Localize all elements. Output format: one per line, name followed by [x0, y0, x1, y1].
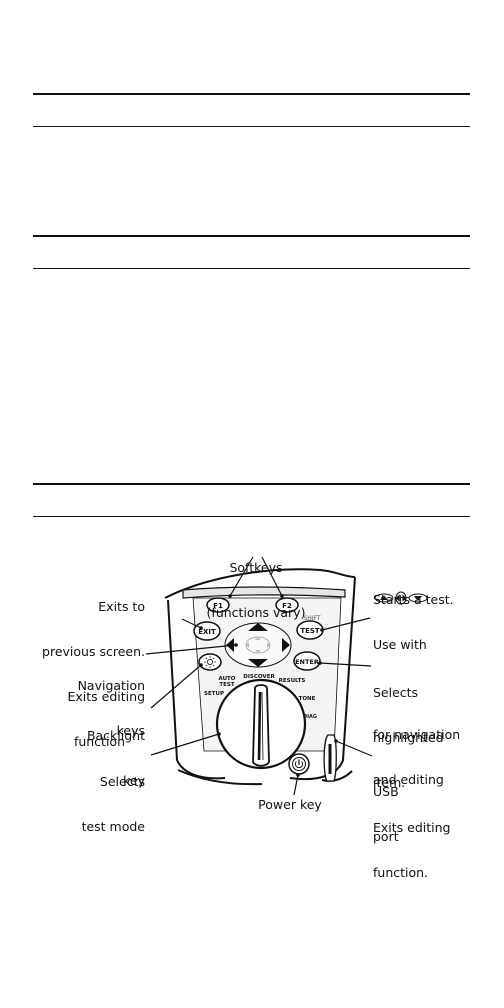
- usb-port[interactable]: [323, 734, 337, 782]
- backlight-key[interactable]: [198, 653, 222, 671]
- dial-label-setup: SETUP: [204, 691, 224, 697]
- backlight-key-callout-line-1: Backlight: [86, 728, 145, 743]
- softkeys-callout-line-2: (functions vary): [206, 605, 306, 620]
- dial-label-results: RESULTS: [279, 678, 306, 684]
- power-key-callout: Power key: [258, 797, 322, 812]
- enter-key-callout-line-3: item.: [373, 775, 406, 790]
- nav-right-button: [282, 638, 290, 652]
- enter-key-callout-line-4: Exits editing: [373, 820, 451, 835]
- f1-key[interactable]: F1: [206, 597, 230, 613]
- section-rule-3-bottom: [33, 516, 470, 517]
- test-key-label: TEST: [300, 627, 320, 635]
- screen-edge: [182, 586, 346, 599]
- softkeys-callout-line-1: Softkeys: [229, 560, 283, 575]
- f2-key[interactable]: F2: [275, 597, 299, 613]
- shift-label: SHIFT: [303, 615, 320, 622]
- dial-label-diag: DIAG: [303, 714, 317, 720]
- inline-nav-keys-icon: [374, 591, 428, 605]
- leader-dots: [199, 594, 338, 777]
- exit-key-callout-line-4: function: [73, 734, 125, 749]
- section-rule-1-bottom: [33, 126, 470, 127]
- softkeys-callout: Softkeys (functions vary): [186, 530, 326, 635]
- enter-key-label: ENTER: [295, 658, 319, 666]
- section-rule-1-top: [33, 93, 470, 95]
- test-key-callout-line-1: Starts a test.: [373, 592, 454, 607]
- usb-port-callout-line-2: port: [373, 829, 399, 844]
- nav-down-button: [248, 659, 268, 667]
- enter-key[interactable]: ENTER: [293, 651, 321, 671]
- dial-callout-line-1: Selects: [99, 774, 145, 789]
- navigation-pad[interactable]: [224, 622, 292, 668]
- exit-key-callout-line-2: previous screen.: [42, 644, 145, 659]
- power-key[interactable]: [288, 753, 310, 775]
- exit-key-callout-line-3: Exits editing: [67, 689, 145, 704]
- enter-key-callout-line-5: function.: [373, 865, 429, 880]
- test-key-callout-line-3: for navigation: [373, 727, 461, 742]
- dial-label-auto-test: TEST: [219, 682, 234, 688]
- dial-label-discover: DISCOVER: [243, 674, 275, 680]
- test-key-callout-line-4: and editing: [373, 772, 444, 787]
- section-rule-3-top: [33, 483, 470, 485]
- f2-key-label: F2: [282, 602, 292, 610]
- dial-callout: Selects test mode: [20, 744, 145, 849]
- exit-key-label: EXIT: [198, 628, 216, 636]
- section-rule-2-top: [33, 235, 470, 237]
- navigation-keys-callout-line-2: keys: [116, 723, 145, 738]
- exit-key-callout-line-1: Exits to: [98, 599, 145, 614]
- navigation-keys-callout-line-1: Navigation: [77, 678, 145, 693]
- test-key-callout: Starts a test. Use with for navigation a…: [373, 562, 498, 802]
- backlight-key-callout: Backlight key: [20, 698, 145, 803]
- sun-icon: [204, 656, 216, 668]
- f1-key-label: F1: [213, 602, 223, 610]
- section-rule-2-bottom: [33, 268, 470, 269]
- exit-key-callout: Exits to previous screen. Exits editing …: [20, 569, 145, 764]
- enter-key-callout-line-1: Selects: [373, 685, 419, 700]
- dial-callout-line-2: test mode: [81, 819, 145, 834]
- navigation-keys-callout: Navigation keys: [20, 648, 145, 753]
- usb-port-callout-line-1: USB: [373, 784, 399, 799]
- callout-leaders: [145, 556, 373, 796]
- dial-label-tone: TONE: [299, 696, 316, 702]
- usb-port-callout: USB port: [373, 754, 453, 859]
- power-icon: [294, 759, 304, 769]
- enter-key-callout: Selects highlighted item. Exits editing …: [373, 655, 498, 895]
- test-mode-dial[interactable]: [215, 678, 307, 770]
- nav-up-button: [248, 623, 268, 631]
- backlight-key-callout-line-2: key: [123, 773, 145, 788]
- dial-label-auto: AUTO: [219, 676, 236, 682]
- test-key-callout-line-2: Use with: [373, 637, 427, 652]
- enter-key-callout-line-2: highlighted: [373, 730, 444, 745]
